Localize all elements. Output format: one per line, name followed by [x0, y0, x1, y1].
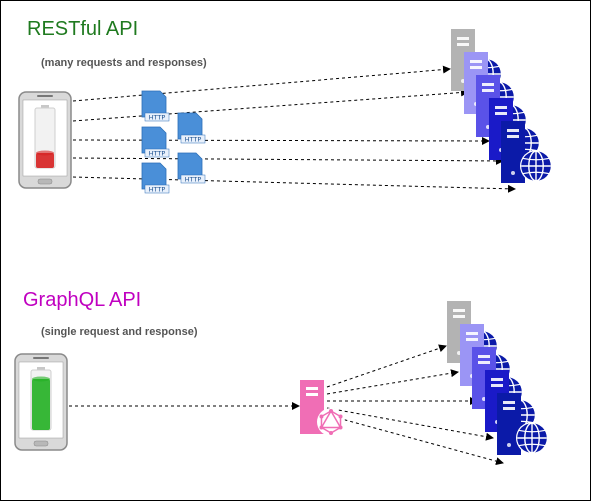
graphql-gateway: [300, 380, 345, 436]
http-label: HTTP: [149, 114, 166, 122]
graphql-fanout-arrow-1: [326, 344, 447, 388]
http-label: HTTP: [185, 136, 202, 144]
http-label: HTTP: [185, 176, 202, 184]
globe-icon: [516, 422, 548, 454]
graphql-title: GraphQL API: [23, 289, 142, 311]
rest-subtitle: (many requests and responses): [41, 57, 207, 69]
http-document-icon-4: HTTP: [177, 152, 206, 184]
rest-request-arrow-3: [72, 136, 490, 145]
rest-client-phone: [18, 91, 72, 189]
rest-request-arrow-2: [72, 88, 469, 122]
rest-request-arrow-4: [72, 156, 504, 165]
http-document-icon-2: HTTP: [177, 112, 206, 144]
graphql-logo-icon: [317, 408, 345, 436]
graphql-server-5: [497, 393, 548, 455]
battery-icon: [34, 105, 56, 169]
http-document-icon-1: HTTP: [141, 90, 170, 122]
graphql-subtitle: (single request and response): [41, 326, 198, 338]
globe-icon: [520, 150, 552, 182]
graphql-fanout-arrow-4: [326, 407, 494, 441]
http-label: HTTP: [149, 186, 166, 194]
rest-title: RESTful API: [27, 18, 139, 40]
graphql-fanout-arrow-5: [326, 414, 504, 466]
battery-icon: [30, 367, 52, 431]
http-label: HTTP: [149, 150, 166, 158]
rest-server-5: [501, 121, 552, 183]
rest-request-arrow-5: [72, 176, 516, 193]
rest-request-arrow-1: [72, 65, 451, 102]
http-document-icon-3: HTTP: [141, 126, 170, 158]
graphql-client-phone: [14, 353, 68, 451]
graphql-fanout-arrow-2: [326, 369, 459, 395]
http-document-icon-5: HTTP: [141, 162, 170, 194]
